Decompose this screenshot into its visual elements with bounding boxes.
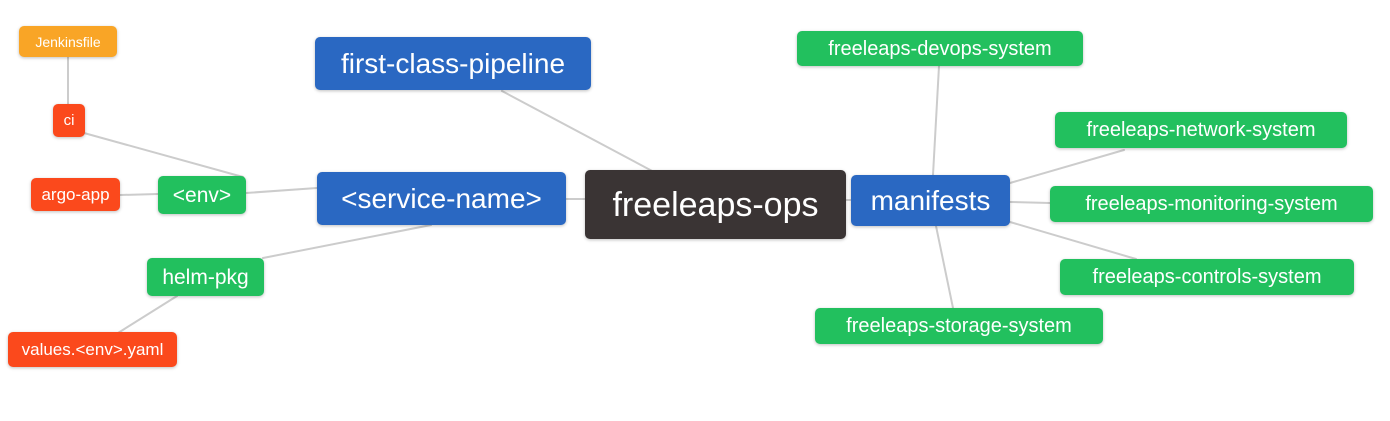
node-first-class-pipeline[interactable]: first-class-pipeline bbox=[315, 37, 591, 90]
node-freeleaps-network-system[interactable]: freeleaps-network-system bbox=[1055, 112, 1347, 148]
node-freeleaps-ops-label: freeleaps-ops bbox=[612, 185, 819, 224]
edge-valuesyaml-helmpkg bbox=[117, 295, 178, 334]
node-freeleaps-controls-system-label: freeleaps-controls-system bbox=[1092, 266, 1322, 288]
node-service-name-label: <service-name> bbox=[341, 182, 542, 214]
node-helm-pkg-label: helm-pkg bbox=[162, 265, 249, 289]
edge-manifests-storage bbox=[935, 225, 954, 309]
node-manifests-label: manifests bbox=[870, 184, 991, 216]
edge-manifests-network bbox=[1009, 149, 1125, 184]
node-argo-app[interactable]: argo-app bbox=[31, 178, 120, 211]
edge-manifests-controls bbox=[1009, 221, 1137, 260]
node-freeleaps-storage-system[interactable]: freeleaps-storage-system bbox=[815, 308, 1103, 344]
node-freeleaps-controls-system[interactable]: freeleaps-controls-system bbox=[1060, 259, 1354, 295]
node-env[interactable]: <env> bbox=[158, 176, 246, 214]
node-argo-app-label: argo-app bbox=[41, 185, 110, 204]
node-values-env-yaml-label: values.<env>.yaml bbox=[21, 340, 164, 359]
node-env-label: <env> bbox=[172, 183, 232, 207]
node-freeleaps-monitoring-system[interactable]: freeleaps-monitoring-system bbox=[1050, 186, 1373, 222]
edge-ci-env bbox=[83, 132, 244, 178]
node-ci-label: ci bbox=[63, 112, 75, 129]
node-ci[interactable]: ci bbox=[53, 104, 85, 137]
node-jenkinsfile-label: Jenkinsfile bbox=[35, 33, 101, 50]
node-first-class-pipeline-label: first-class-pipeline bbox=[340, 47, 566, 79]
node-values-env-yaml[interactable]: values.<env>.yaml bbox=[8, 332, 177, 367]
edge-argoapp-env bbox=[119, 193, 159, 196]
node-freeleaps-network-system-label: freeleaps-network-system bbox=[1086, 119, 1316, 141]
node-helm-pkg[interactable]: helm-pkg bbox=[147, 258, 264, 296]
edge-helmpkg-servicename bbox=[262, 224, 432, 259]
node-service-name[interactable]: <service-name> bbox=[317, 172, 566, 225]
edge-env-servicename bbox=[245, 187, 318, 194]
edge-manifests-monitoring bbox=[1009, 201, 1051, 204]
node-freeleaps-ops[interactable]: freeleaps-ops bbox=[585, 170, 846, 239]
edge-pipeline-ops bbox=[501, 90, 655, 173]
edge-manifests-devops bbox=[932, 65, 940, 176]
node-freeleaps-storage-system-label: freeleaps-storage-system bbox=[846, 315, 1072, 337]
node-jenkinsfile[interactable]: Jenkinsfile bbox=[19, 26, 117, 57]
node-freeleaps-monitoring-system-label: freeleaps-monitoring-system bbox=[1085, 193, 1338, 215]
node-freeleaps-devops-system[interactable]: freeleaps-devops-system bbox=[797, 31, 1083, 66]
node-freeleaps-devops-system-label: freeleaps-devops-system bbox=[828, 37, 1052, 60]
node-manifests[interactable]: manifests bbox=[851, 175, 1010, 226]
